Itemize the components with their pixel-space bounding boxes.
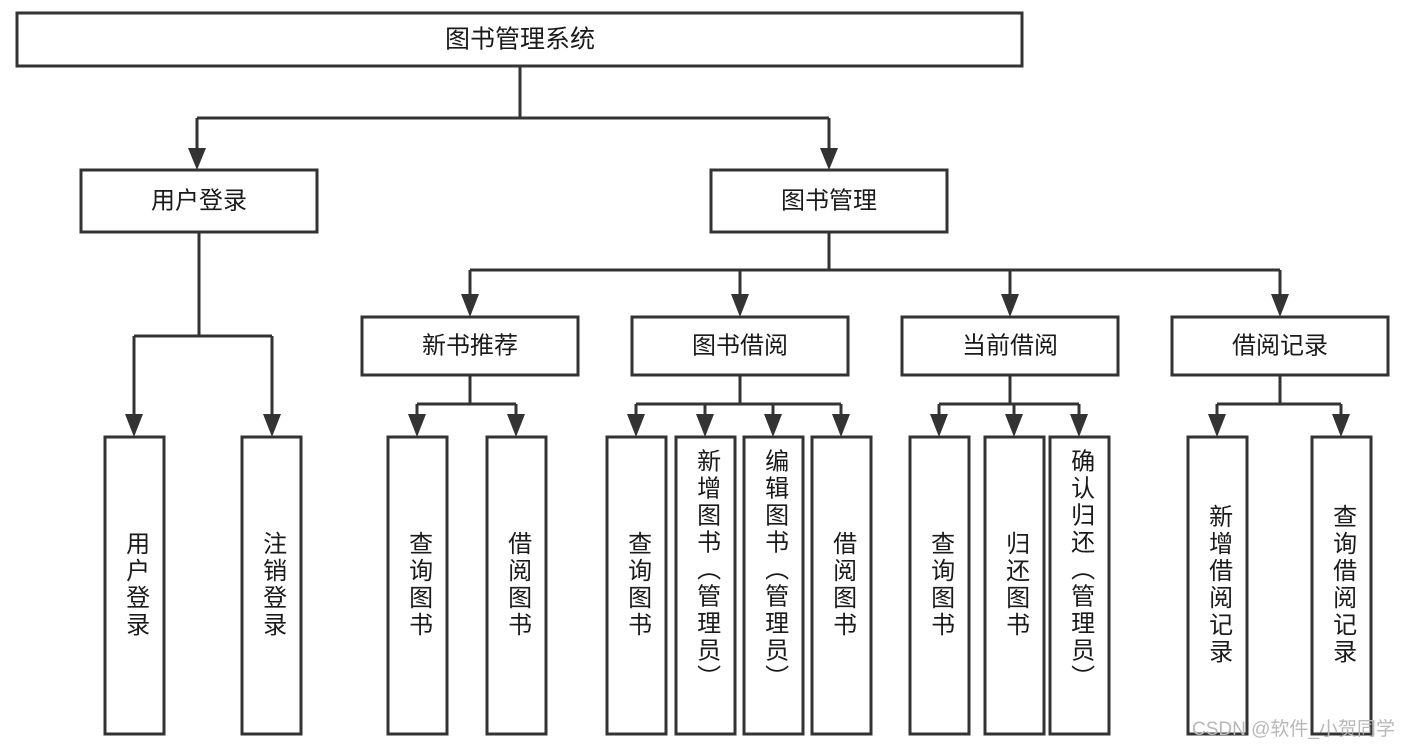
arrow-head-leaf-add-book <box>696 414 714 437</box>
node-user-login[interactable]: 用户登录 <box>79 168 319 234</box>
node-leaf-query-book-3[interactable]: 查询图书 <box>908 435 971 736</box>
connector-group-book-borrow <box>627 375 850 437</box>
arrow-head-current-borrow <box>1001 294 1019 317</box>
node-leaf-borrow-book-1-label: 借阅图书 <box>504 531 532 639</box>
node-book-borrow-box[interactable] <box>630 315 850 377</box>
csdn-watermark: CSDN @软件_小贺同学 <box>1192 719 1395 740</box>
connector-group-borrow-record <box>1208 375 1350 437</box>
node-borrow-record-label: 借阅记录 <box>1232 332 1328 359</box>
node-borrow-record[interactable]: 借阅记录 <box>1170 315 1390 377</box>
node-leaf-user-login-label: 用户登录 <box>122 531 150 639</box>
node-leaf-confirm-return-label: 确认归还（管理员） <box>1067 449 1095 692</box>
node-book-borrow[interactable]: 图书借阅 <box>630 315 850 377</box>
node-leaf-add-record-label: 新增借阅记录 <box>1205 504 1233 666</box>
node-leaf-logout-box[interactable] <box>240 435 303 736</box>
arrow-head-leaf-user-login <box>125 414 143 437</box>
node-leaf-return-book-box[interactable] <box>983 435 1046 736</box>
arrow-head-leaf-confirm-return <box>1070 414 1088 437</box>
arrow-head-leaf-add-record <box>1208 414 1226 437</box>
node-leaf-query-record-label: 查询借阅记录 <box>1329 504 1357 666</box>
node-leaf-add-record-box[interactable] <box>1186 435 1249 736</box>
arrow-head-leaf-edit-book <box>764 414 782 437</box>
arrow-head-leaf-logout <box>263 414 281 437</box>
node-leaf-query-book-3-box[interactable] <box>908 435 971 736</box>
node-leaf-query-book-1-label: 查询图书 <box>405 531 433 639</box>
node-leaf-add-record[interactable]: 新增借阅记录 <box>1186 435 1249 736</box>
arrow-head-borrow-record <box>1271 294 1289 317</box>
node-leaf-return-book-label: 归还图书 <box>1002 531 1030 639</box>
node-leaf-query-book-1[interactable]: 查询图书 <box>386 435 449 736</box>
node-user-login-box[interactable] <box>79 168 319 234</box>
node-new-book-recommend[interactable]: 新书推荐 <box>360 315 580 377</box>
arrow-head-leaf-query-record <box>1332 414 1350 437</box>
node-leaf-user-login-box[interactable] <box>103 435 166 736</box>
node-leaf-edit-book[interactable]: 编辑图书（管理员） <box>742 435 805 736</box>
arrow-head-leaf-query-book-3 <box>930 414 948 437</box>
node-current-borrow[interactable]: 当前借阅 <box>900 315 1120 377</box>
node-leaf-logout-label: 注销登录 <box>259 531 287 639</box>
node-leaf-edit-book-label: 编辑图书（管理员） <box>761 449 789 692</box>
arrow-head-leaf-borrow-book-2 <box>832 414 850 437</box>
node-user-login-label: 用户登录 <box>151 187 247 214</box>
node-leaf-borrow-book-2-box[interactable] <box>810 435 873 736</box>
node-leaf-query-book-2[interactable]: 查询图书 <box>605 435 668 736</box>
arrow-head-leaf-borrow-book-1 <box>507 414 525 437</box>
node-leaf-logout[interactable]: 注销登录 <box>240 435 303 736</box>
node-current-borrow-box[interactable] <box>900 315 1120 377</box>
node-book-manage-label: 图书管理 <box>781 187 877 214</box>
node-leaf-query-book-2-label: 查询图书 <box>624 531 652 639</box>
arrow-head-leaf-query-book-2 <box>627 414 645 437</box>
connector-group-new-book-recommend <box>408 375 525 437</box>
node-leaf-add-book[interactable]: 新增图书（管理员） <box>674 435 737 736</box>
arrow-head-leaf-return-book <box>1005 414 1023 437</box>
arrow-head-book-borrow <box>731 294 749 317</box>
node-root-box[interactable] <box>15 11 1024 68</box>
node-leaf-query-book-2-box[interactable] <box>605 435 668 736</box>
node-leaf-add-book-label: 新增图书（管理员） <box>693 449 721 692</box>
node-book-manage[interactable]: 图书管理 <box>709 168 949 234</box>
connector-group-book-manage <box>461 232 1289 317</box>
node-leaf-query-record-box[interactable] <box>1310 435 1373 736</box>
node-borrow-record-box[interactable] <box>1170 315 1390 377</box>
arrow-head-leaf-query-book-1 <box>408 414 426 437</box>
node-new-book-recommend-box[interactable] <box>360 315 580 377</box>
node-leaf-confirm-return[interactable]: 确认归还（管理员） <box>1048 435 1111 736</box>
node-leaf-add-book-box[interactable] <box>674 435 737 736</box>
arrow-head-new-book-recommend <box>461 294 479 317</box>
node-leaf-borrow-book-2-label: 借阅图书 <box>829 531 857 639</box>
node-leaf-query-book-3-label: 查询图书 <box>927 531 955 639</box>
arrow-head-user-login <box>188 148 206 170</box>
connector-group-user-login <box>125 232 281 437</box>
node-book-manage-box[interactable] <box>709 168 949 234</box>
node-leaf-query-record[interactable]: 查询借阅记录 <box>1310 435 1373 736</box>
node-leaf-user-login[interactable]: 用户登录 <box>103 435 166 736</box>
node-leaf-confirm-return-box[interactable] <box>1048 435 1111 736</box>
node-leaf-borrow-book-1[interactable]: 借阅图书 <box>485 435 548 736</box>
node-current-borrow-label: 当前借阅 <box>962 332 1058 359</box>
connector-group-root <box>188 66 838 170</box>
node-leaf-return-book[interactable]: 归还图书 <box>983 435 1046 736</box>
node-leaf-borrow-book-1-box[interactable] <box>485 435 548 736</box>
connector-group-current-borrow <box>930 375 1088 437</box>
node-leaf-query-book-1-box[interactable] <box>386 435 449 736</box>
node-root[interactable]: 图书管理系统 <box>15 11 1024 68</box>
node-leaf-edit-book-box[interactable] <box>742 435 805 736</box>
node-new-book-recommend-label: 新书推荐 <box>422 332 518 359</box>
node-root-label: 图书管理系统 <box>445 26 595 54</box>
arrow-head-book-manage <box>820 148 838 170</box>
node-leaf-borrow-book-2[interactable]: 借阅图书 <box>810 435 873 736</box>
node-book-borrow-label: 图书借阅 <box>692 332 788 359</box>
